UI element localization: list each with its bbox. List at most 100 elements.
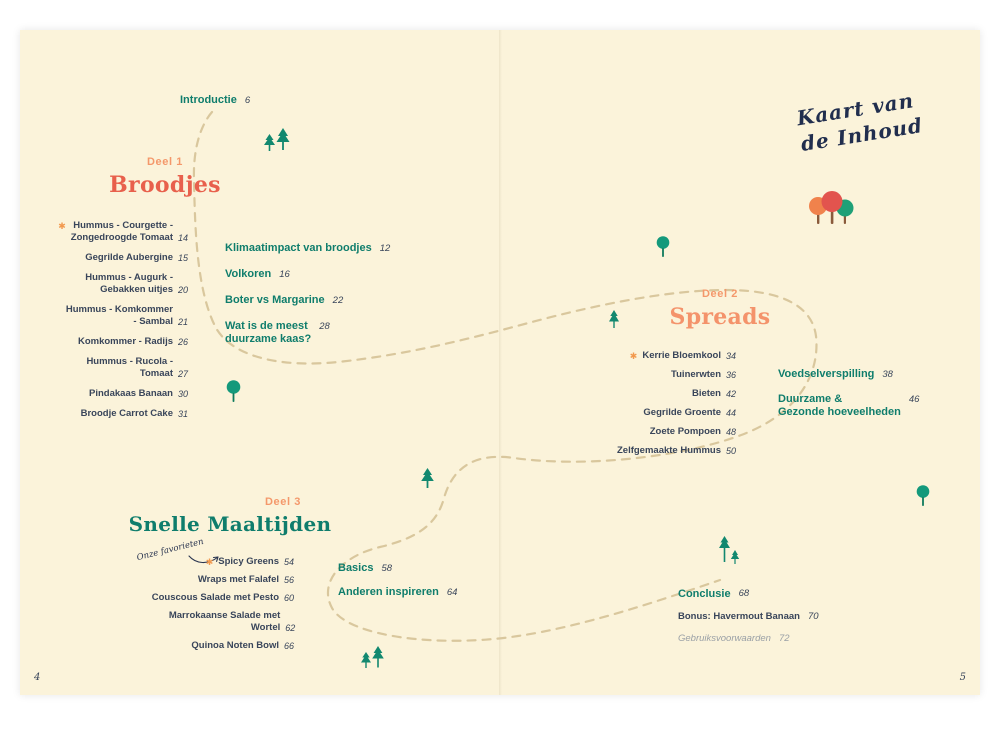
toc-item: Hummus - Augurk - Gebakken uitjes 20 (50, 272, 192, 296)
tree-cluster-icon (809, 191, 854, 224)
terms-label: Gebruiksvoorwaarden (678, 633, 771, 644)
conclusie-entry: Conclusie 68 (678, 588, 819, 600)
pine-tree-icon (361, 652, 371, 668)
book-spread: Introductie 6 Deel 1 Broodjes ✱ Hummus -… (20, 30, 980, 695)
pine-tree-icon (264, 134, 275, 151)
toc-item: ✱ Hummus - Courgette - Zongedroogde Toma… (50, 220, 192, 244)
pine-tree-icon (730, 550, 740, 564)
topics1-list: Klimaatimpact van broodjes 12 Volkoren 1… (225, 242, 390, 346)
intro-label: Introductie (180, 94, 237, 106)
conclusie-label: Conclusie (678, 588, 731, 600)
topic-item: Boter vs Margarine 22 (225, 294, 390, 307)
toc-item-label: Tuinerwten (671, 369, 721, 380)
toc-item: Zoete Pompoen 48 (585, 426, 740, 438)
topic-page: 22 (332, 295, 344, 306)
terms-page: 72 (778, 633, 790, 644)
toc-item: Bieten 42 (585, 388, 740, 400)
topic-label: Klimaatimpact van broodjes (225, 242, 372, 254)
deel2-list: ✱ Kerrie Bloemkool 34 Tuinerwten 36 Biet… (585, 350, 740, 464)
toc-item-label: Broodje Carrot Cake (80, 408, 173, 419)
toc-item-page: 21 (178, 317, 189, 327)
toc-item-label: Bieten (691, 388, 721, 399)
conclusie-page: 68 (738, 588, 750, 599)
toc-item-page: 15 (178, 253, 189, 263)
topic-item: Klimaatimpact van broodjes 12 (225, 242, 390, 255)
topic-page: 28 (319, 321, 330, 332)
toc-item-page: 44 (726, 408, 737, 418)
toc-item-page: 31 (178, 409, 189, 419)
favorite-star-icon: ✱ (629, 351, 638, 361)
toc-item-label: Hummus - Augurk - Gebakken uitjes (85, 272, 173, 295)
favorites-arrow-icon (188, 555, 219, 564)
toc-item-page: 20 (178, 285, 189, 295)
toc-item-label: Kerrie Bloemkool (642, 350, 721, 361)
deel1-list: ✱ Hummus - Courgette - Zongedroogde Toma… (50, 220, 192, 428)
toc-item-page: 50 (726, 446, 737, 456)
topic-page: 16 (279, 269, 290, 280)
topic-label: Voedselverspilling (778, 368, 875, 380)
topic-item: Duurzame & Gezonde hoeveelheden 46 (778, 393, 919, 419)
toc-item-page: 36 (726, 370, 737, 380)
deel1-heading: Broodjes (109, 172, 221, 198)
topic-item: Volkoren 16 (225, 268, 390, 281)
pine-tree-icon (276, 128, 290, 150)
topic-label: Wat is de meest duurzame kaas? (225, 320, 312, 345)
topic-label: Boter vs Margarine (225, 294, 325, 306)
toc-item: Marrokaanse Salade met Wortel 62 (150, 610, 298, 634)
toc-item-label: Spicy Greens (218, 556, 279, 567)
topic-page: 46 (908, 394, 920, 405)
toc-item-label: Quinoa Noten Bowl (191, 640, 279, 651)
toc-item-page: 42 (726, 389, 737, 399)
toc-item-label: Pindakaas Banaan (89, 388, 173, 399)
toc-item-label: Hummus - Komkommer - Sambal (65, 304, 173, 327)
pine-tree-icon (421, 468, 434, 488)
toc-item: Komkommer - Radijs 26 (50, 336, 192, 348)
folio-left: 4 (34, 672, 41, 683)
toc-item-page: 26 (178, 337, 189, 347)
round-tree-icon (226, 380, 241, 402)
topics3-list: Basics 58 Anderen inspireren 64 (338, 562, 457, 599)
topic-page: 58 (381, 563, 393, 574)
toc-item: Zelfgemaakte Hummus 50 (585, 445, 740, 457)
topics2-list: Voedselverspilling 38 Duurzame & Gezonde… (778, 368, 919, 419)
toc-item-label: Hummus - Courgette - Zongedroogde Tomaat (70, 220, 173, 243)
deel2-part-label: Deel 2 (701, 288, 738, 300)
topic-page: 38 (882, 369, 893, 380)
toc-item: Gegrilde Groente 44 (585, 407, 740, 419)
topic-label: Basics (338, 562, 374, 574)
toc-item-label: Zelfgemaakte Hummus (616, 445, 721, 456)
topic-item: Voedselverspilling 38 (778, 368, 919, 381)
bonus-entry: Bonus: Havermout Banaan 70 (678, 611, 819, 622)
toc-item: ✱ Spicy Greens 54 (150, 556, 298, 568)
favorite-star-icon: ✱ (205, 557, 214, 567)
toc-item-label: Marrokaanse Salade met Wortel (168, 610, 281, 633)
toc-item-page: 62 (285, 623, 296, 633)
toc-item: Tuinerwten 36 (585, 369, 740, 381)
toc-item: ✱ Kerrie Bloemkool 34 (585, 350, 740, 362)
conclusie-block: Conclusie 68 Bonus: Havermout Banaan 70 … (678, 588, 819, 655)
toc-item-page: 56 (284, 575, 295, 585)
toc-item: Wraps met Falafel 56 (150, 574, 298, 586)
toc-item: Hummus - Komkommer - Sambal 21 (50, 304, 192, 328)
folio-right: 5 (959, 672, 966, 683)
round-tree-icon (916, 485, 930, 506)
toc-item: Pindakaas Banaan 30 (50, 388, 192, 400)
deel1-part-label: Deel 1 (146, 156, 183, 168)
toc-item: Gegrilde Aubergine 15 (50, 252, 192, 264)
bonus-page: 70 (807, 611, 819, 622)
pine-tree-icon (372, 646, 384, 668)
toc-item-page: 60 (284, 593, 295, 603)
toc-item-label: Wraps met Falafel (197, 574, 279, 585)
intro-entry: Introductie 6 (180, 94, 250, 107)
bonus-label: Bonus: Havermout Banaan (678, 611, 800, 622)
toc-item-label: Gegrilde Groente (643, 407, 721, 418)
toc-item-page: 34 (726, 351, 737, 361)
round-tree-icon (656, 236, 670, 257)
topic-item: Anderen inspireren 64 (338, 586, 457, 599)
deel3-part-label: Deel 3 (265, 496, 302, 508)
deel1-header: Deel 1 Broodjes (80, 156, 250, 198)
toc-item: Hummus - Rucola - Tomaat 27 (50, 356, 192, 380)
toc-item-page: 14 (178, 233, 189, 243)
toc-item-page: 66 (284, 641, 295, 651)
